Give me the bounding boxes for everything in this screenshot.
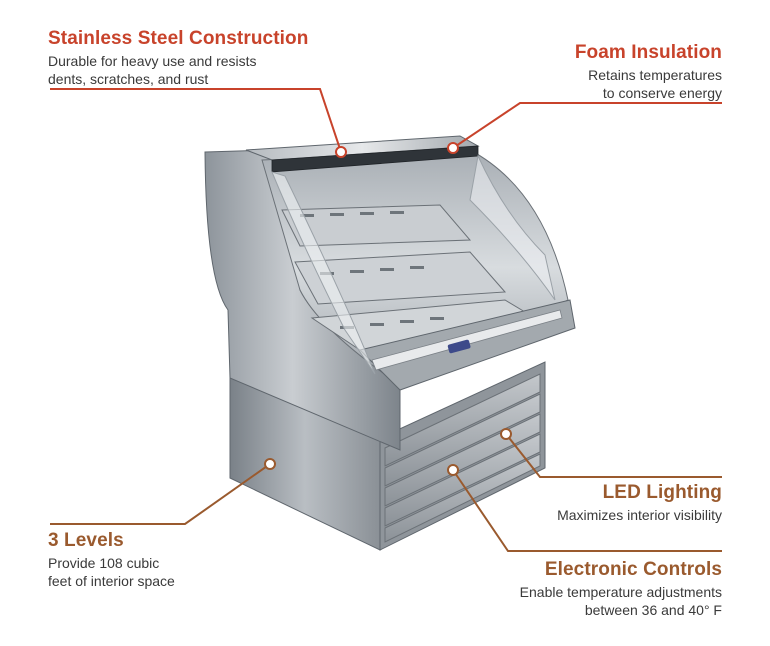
front-grille [384,373,541,543]
leader-led [505,433,722,478]
leader-lines [50,88,722,552]
leader-levels [50,463,271,525]
callout-foam: Foam Insulation Retains temperatures to … [575,42,722,102]
leader-foam [452,102,722,149]
callout-title: Stainless Steel Construction [48,28,309,49]
callout-led: LED Lighting Maximizes interior visibili… [557,482,722,524]
callout-description: Retains temperatures to conserve energy [588,67,722,101]
callout-title: Foam Insulation [574,42,722,63]
dot-led [500,428,512,440]
callout-description: Enable temperature adjustments between 3… [519,584,722,618]
leader-stainless [50,88,342,153]
callout-description: Provide 108 cubic feet of interior space [48,555,175,589]
dot-foam [447,142,459,154]
dot-stainless [335,146,347,158]
callout-title: LED Lighting [602,482,722,503]
callout-title: Electronic Controls [544,559,722,580]
shelves [281,204,557,351]
callout-stainless: Stainless Steel Construction Durable for… [48,28,308,88]
acrylic-guard [271,171,376,375]
leader-controls [452,469,722,552]
callout-controls: Electronic Controls Enable temperature a… [520,559,722,619]
callout-title: 3 Levels [48,530,124,551]
callout-description: Maximizes interior visibility [557,507,722,523]
dot-levels [264,458,276,470]
dot-controls [447,464,459,476]
marker-dots [264,142,512,476]
callout-description: Durable for heavy use and resists dents,… [48,53,257,87]
brand-badge [447,339,471,354]
callout-levels: 3 Levels Provide 108 cubic feet of inter… [48,530,175,590]
